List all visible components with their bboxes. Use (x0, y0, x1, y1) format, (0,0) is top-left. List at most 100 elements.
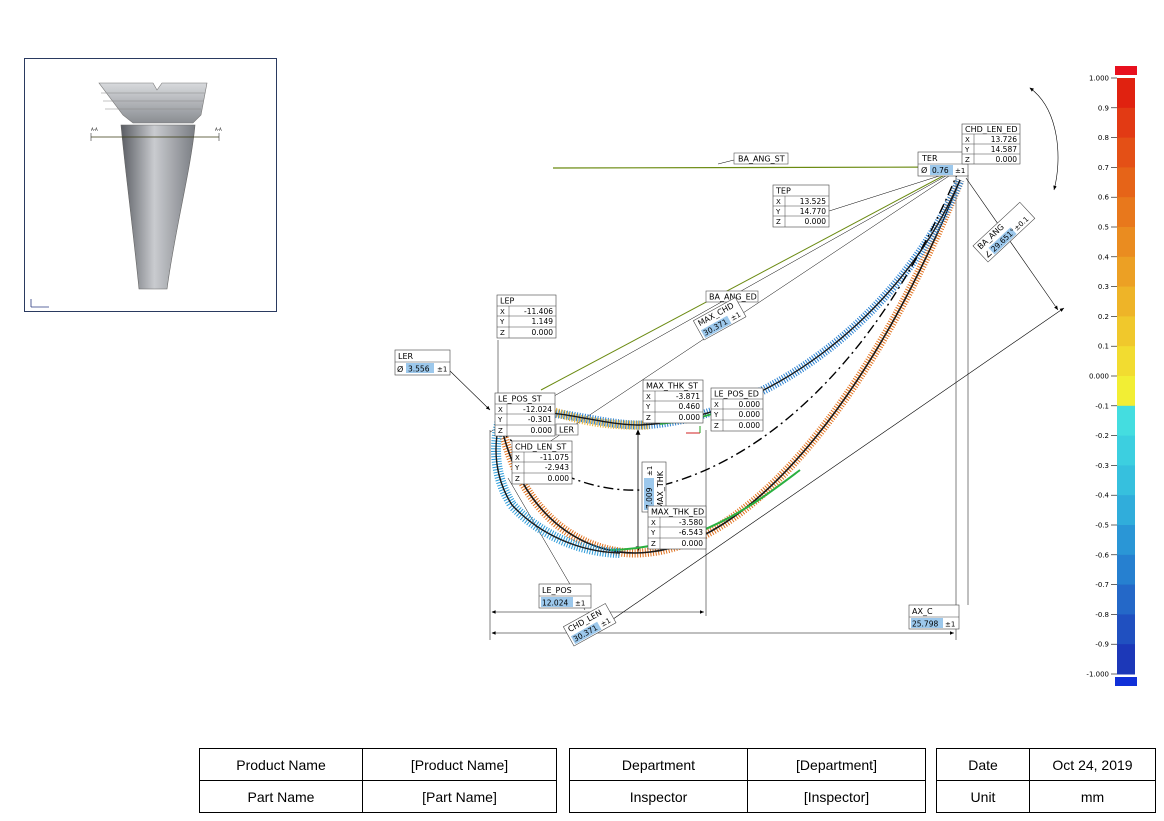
svg-text:Y: Y (514, 464, 520, 472)
svg-text:13.525: 13.525 (800, 197, 826, 206)
date-value: Oct 24, 2019 (1029, 748, 1156, 781)
scale-band (1117, 256, 1135, 288)
max-thk-st-box: MAX_THK_ST X Y Z -3.871 0.460 0.000 (642, 379, 704, 424)
svg-text:7.009: 7.009 (645, 487, 654, 509)
department-label: Department (569, 748, 748, 781)
svg-text:14.587: 14.587 (991, 145, 1017, 154)
department-info-table: Department [Department] Inspector [Inspe… (569, 748, 926, 813)
svg-text:0.000: 0.000 (996, 155, 1018, 164)
airfoil-section-diagram: BA_ANG_ST TER Ø 0.76 ±1 CHD_LEN_ED X Y Z… (394, 66, 1137, 686)
svg-text:-6.543: -6.543 (679, 528, 703, 537)
svg-text:0.000: 0.000 (531, 426, 553, 435)
scale-tick-label: -0.3 (1095, 462, 1109, 470)
svg-text:25.798: 25.798 (912, 620, 938, 629)
scale-band (1117, 316, 1135, 347)
scale-band (1117, 227, 1135, 258)
svg-text:-3.871: -3.871 (676, 392, 700, 401)
unit-value: mm (1029, 780, 1156, 813)
svg-text:BA_ANG_ST: BA_ANG_ST (738, 155, 785, 164)
scale-tick-label: 0.6 (1098, 194, 1110, 202)
svg-text:Y: Y (775, 208, 781, 216)
scale-tick-label: 1.000 (1089, 75, 1109, 83)
svg-text:∠: ∠ (983, 248, 994, 259)
svg-text:BA_ANG_ED: BA_ANG_ED (709, 293, 757, 302)
svg-text:-11.075: -11.075 (540, 453, 569, 462)
svg-text:0.000: 0.000 (805, 217, 827, 226)
le-pos-st-box: LE_POS_ST X Y Z -12.024 -0.301 0.000 (494, 392, 556, 437)
scale-band (1117, 78, 1135, 109)
svg-text:Ø: Ø (921, 165, 927, 175)
svg-text:LEP: LEP (500, 297, 515, 306)
svg-text:CHD_LEN_ST: CHD_LEN_ST (515, 443, 566, 452)
svg-text:0.000: 0.000 (548, 474, 570, 483)
svg-text:LE_POS_ED: LE_POS_ED (714, 390, 759, 399)
svg-text:0.000: 0.000 (532, 328, 554, 337)
max-chd-dimension: MAX_CHD 30.371 ±1 (692, 297, 747, 341)
svg-text:0.000: 0.000 (739, 421, 761, 430)
svg-text:±1: ±1 (945, 621, 955, 629)
chd-len-dimension: CHD_LEN 30.371 ±1 (562, 603, 617, 647)
svg-text:MAX_THK_ST: MAX_THK_ST (646, 382, 698, 391)
le-pos-dimension: LE_POS 12.024 ±1 (538, 583, 592, 609)
le-pos-ed-box: LE_POS_ED X Y Z 0.000 0.000 0.000 (710, 387, 764, 432)
svg-text:Y: Y (645, 403, 651, 411)
camber-line (499, 171, 959, 491)
scale-bottom-cap (1115, 677, 1137, 686)
svg-text:±1: ±1 (955, 167, 965, 175)
ba-ang-ed-line (540, 167, 959, 391)
svg-text:X: X (651, 519, 656, 527)
svg-text:X: X (498, 406, 503, 414)
section-tag-left: A-A (91, 127, 98, 132)
inspector-label: Inspector (569, 780, 748, 813)
scale-top-cap (1115, 66, 1137, 75)
leading-edge-deviation (491, 418, 621, 558)
svg-text:TEP: TEP (775, 187, 791, 196)
scale-band (1117, 346, 1135, 377)
ba-ang-dimension: BA_ANG ∠ 29.651° ±0.1 (972, 201, 1036, 263)
scale-tick-label: -0.5 (1095, 522, 1109, 530)
scale-tick-label: -1.000 (1086, 671, 1109, 679)
svg-text:Ø: Ø (397, 364, 403, 374)
svg-text:13.726: 13.726 (991, 135, 1017, 144)
svg-text:14.770: 14.770 (800, 207, 826, 216)
part-name-value: [Part Name] (362, 780, 557, 813)
svg-text:Z: Z (500, 329, 505, 337)
product-name-value: [Product Name] (362, 748, 557, 781)
origin-marker-icon (686, 426, 701, 434)
scale-band (1117, 405, 1135, 437)
scale-tick-label: -0.1 (1095, 402, 1109, 410)
svg-text:±1: ±1 (437, 366, 447, 374)
blade-thumbnail: A-A A-A (24, 58, 277, 312)
svg-text:Z: Z (714, 422, 719, 430)
pressure-side-deviation (495, 178, 965, 558)
scale-tick-label: 0.7 (1098, 164, 1109, 172)
svg-text:X: X (965, 136, 970, 144)
scale-tick-label: -0.7 (1095, 581, 1109, 589)
inspector-value: [Inspector] (747, 780, 926, 813)
scale-tick-label: -0.2 (1095, 432, 1109, 440)
svg-text:0.000: 0.000 (682, 539, 704, 548)
scale-tick-label: 0.5 (1098, 224, 1109, 232)
svg-text:±1: ±1 (646, 466, 654, 476)
svg-text:0.000: 0.000 (679, 413, 701, 422)
part-name-label: Part Name (199, 780, 363, 813)
deviation-color-scale: 1.0000.90.80.70.60.50.40.30.20.10.000-0.… (1086, 66, 1137, 686)
svg-text:X: X (714, 401, 719, 409)
scale-tick-label: -0.4 (1095, 492, 1109, 500)
svg-text:LER: LER (559, 426, 575, 435)
svg-text:Y: Y (650, 529, 656, 537)
svg-text:X: X (776, 198, 781, 206)
svg-text:TER: TER (921, 154, 938, 163)
scale-band (1117, 137, 1135, 168)
scale-tick-label: -0.9 (1095, 641, 1109, 649)
svg-text:Y: Y (713, 411, 719, 419)
product-info-table: Product Name [Product Name] Part Name [P… (199, 748, 557, 813)
svg-text:3.556: 3.556 (408, 365, 430, 374)
axis-triad-icon (30, 299, 49, 308)
svg-text:MAX_THK: MAX_THK (656, 470, 665, 509)
svg-text:X: X (646, 393, 651, 401)
scale-tick-label: 0.000 (1089, 373, 1109, 381)
ax-c-dimension: AX_C 25.798 ±1 (908, 604, 960, 630)
scale-band (1117, 435, 1135, 466)
scale-tick-label: 0.3 (1098, 283, 1109, 291)
